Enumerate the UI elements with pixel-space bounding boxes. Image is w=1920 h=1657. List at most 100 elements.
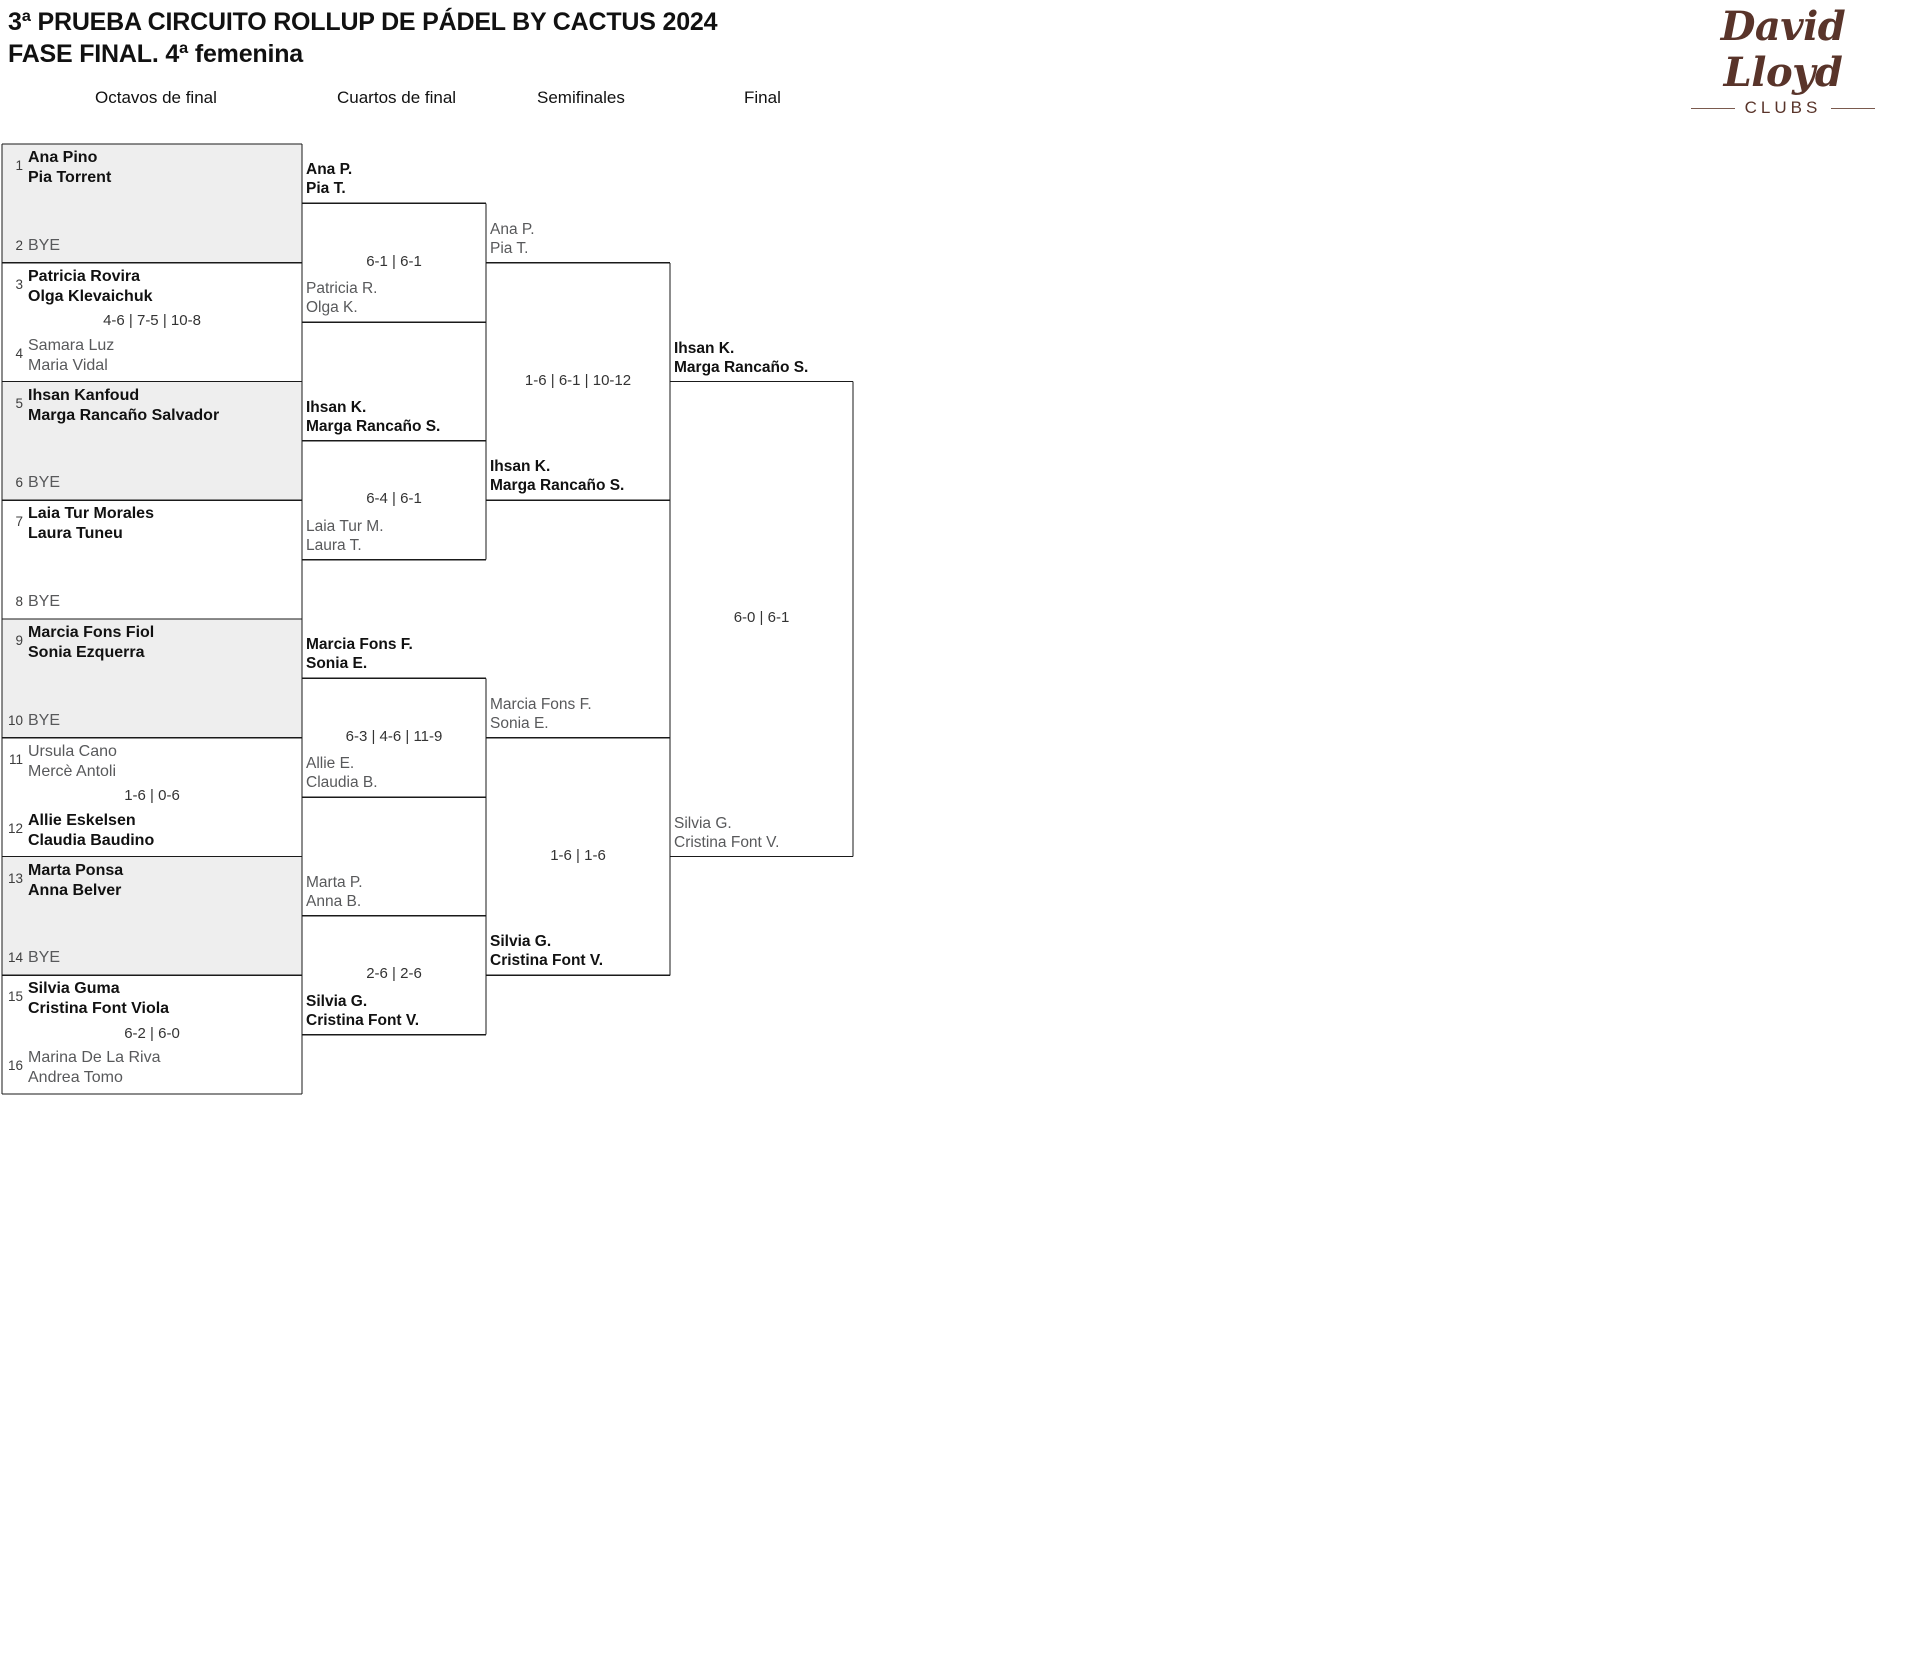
logo-rule-right [1831,107,1876,109]
player-entry: Ana P.Pia T. [306,160,352,198]
logo-wordmark: David Lloyd [1720,3,1846,96]
seed-number: 11 [8,751,23,767]
seed-number: 3 [15,276,23,292]
bye-entry: BYE [28,236,61,254]
player-name: Ana Pino [28,149,98,166]
bracket-lines [1,143,854,1095]
seed-number: 5 [15,395,23,411]
bye-entry: BYE [28,474,61,492]
player-entry: Patricia R.Olga K. [306,279,378,317]
player-name: Silvia Guma [28,980,120,998]
player-name: Ihsan K. [674,339,735,357]
player-entry: Ihsan K.Marga Rancaño S. [490,457,624,495]
player-name: Sonia Ezquerra [28,644,145,661]
match-score: 4-6 | 7-5 | 10-8 [103,312,201,330]
title-line-2: FASE FINAL. 4ª femenina [8,40,303,68]
seed-number: 6 [15,475,23,491]
logo-rule-left [1690,107,1735,109]
player-name: Patricia R. [306,280,378,298]
player-name: Sonia E. [490,714,549,732]
bye-entry: BYE [28,711,61,729]
player-name: Olga Klevaichuk [28,287,153,305]
match-score: 6-4 | 6-1 [366,490,422,508]
match-score: 6-1 | 6-1 [366,252,422,270]
logo-subtitle: CLUBS [1744,98,1822,117]
player-name: Marga Rancaño S. [674,358,809,376]
player-entry: Silvia G.Cristina Font V. [490,932,603,970]
player-name: Cristina Font V. [490,952,604,970]
player-entry: Ana P.Pia T. [490,220,535,258]
player-name: Mercè Antoli [28,762,117,780]
player-name: Laia Tur M. [306,517,384,535]
player-name: Allie Eskelsen [28,811,136,829]
seed-number: 12 [7,820,23,836]
player-name: Marta P. [306,873,363,891]
player-name: Allie E. [306,755,355,773]
player-name: Laura Tuneu [28,525,123,543]
player-name: Marga Rancaño S. [306,417,441,435]
player-entry: Allie E.Claudia B. [306,754,378,792]
match-score: 1-6 | 1-6 [550,846,606,864]
player-name: Pia T. [490,239,529,257]
logo-subtitle-row: CLUBS [1658,98,1908,118]
player-name: Cristina Font V. [674,833,780,851]
seed-number: 4 [15,345,23,361]
match-score: 6-3 | 4-6 | 11-9 [345,727,443,745]
player-entry: Silvia G.Cristina Font V. [306,992,419,1030]
seed-number: 13 [7,870,23,886]
bye-entry: BYE [28,593,61,610]
player-name: Marta Ponsa [28,861,124,879]
player-name: Marcia Fons Fiol [28,624,155,641]
player-entry: Marcia Fons F.Sonia E. [306,635,413,673]
player-name: Anna Belver [28,881,122,899]
match-score: 1-6 | 6-1 | 10-12 [524,371,632,389]
player-name: Olga K. [306,299,358,317]
david-lloyd-clubs-logo: David Lloyd CLUBS [1658,4,1908,117]
bye-entry: BYE [28,949,61,967]
match-score: 6-2 | 6-0 [124,1024,180,1042]
round-header-4: Final [744,88,781,107]
seed-number: 1 [15,158,23,173]
match-shade-3 [2,381,302,501]
seed-number: 16 [7,1058,23,1073]
round-header-3: Semifinales [537,88,625,107]
tournament-bracket: Octavos de final Cuartos de final Semifina… [1,88,854,1095]
round-header-1: Octavos de final [95,88,217,107]
player-name: Ihsan Kanfoud [28,386,140,404]
match-shade-7 [2,856,302,976]
player-entry: Laia Tur M.Laura T. [306,517,384,555]
player-entry: Ihsan K.Marga Rancaño S. [306,398,440,436]
player-name: Laia Tur Morales [28,505,154,523]
player-name: Cristina Font V. [306,1011,420,1029]
match-score: 2-6 | 2-6 [366,965,422,983]
player-name: Marga Rancaño S. [490,477,625,495]
player-name: Pia T. [306,180,346,198]
page-title: 3ª PRUEBA CIRCUITO ROLLUP DE PÁDEL BY CA… [8,6,718,70]
player-name: Silvia G. [306,992,368,1010]
player-entry: Silvia G.Cristina Font V. [674,814,779,852]
seed-number: 9 [15,633,23,648]
round-header-2: Cuartos de final [337,88,457,107]
player-name: Ihsan K. [306,398,367,416]
player-name: Claudia Baudino [28,831,155,849]
player-name: Marga Rancaño Salvador [28,406,220,424]
match-shade-5 [2,619,302,738]
match-score: 1-6 | 0-6 [124,787,180,805]
title-line-1: 3ª PRUEBA CIRCUITO ROLLUP DE PÁDEL BY CA… [8,8,718,36]
seed-number: 15 [7,989,23,1005]
player-name: Sonia E. [306,655,368,673]
player-name: Patricia Rovira [28,267,141,285]
player-name: Pia Torrent [28,169,112,186]
seed-number: 8 [15,594,23,609]
